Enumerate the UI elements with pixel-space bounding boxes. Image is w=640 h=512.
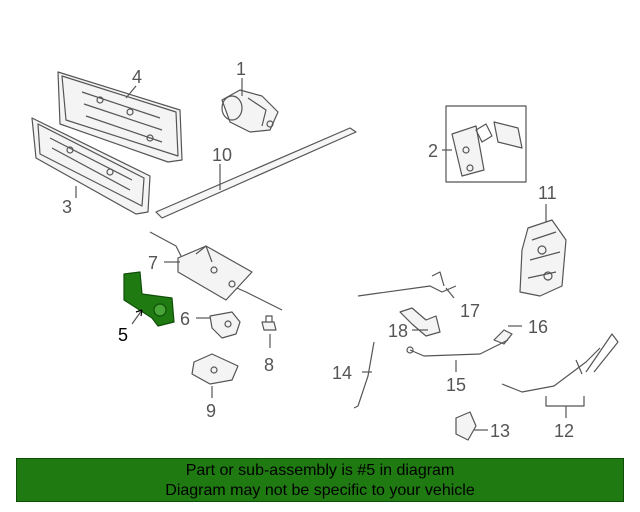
part-3-panel <box>31 117 151 215</box>
callout-13[interactable]: 13 <box>490 421 511 441</box>
callout-11[interactable]: 11 <box>538 183 557 203</box>
banner-line-1: Part or sub-assembly is #5 in diagram <box>185 462 455 479</box>
callout-9[interactable]: 9 <box>206 401 217 421</box>
callout-6[interactable]: 6 <box>180 309 191 329</box>
part-8-bolt <box>261 315 277 331</box>
callout-16[interactable]: 16 <box>528 317 549 337</box>
part-4-panel <box>57 71 183 163</box>
callout-17[interactable]: 17 <box>460 301 481 321</box>
part-11-latch <box>519 219 567 297</box>
parts-diagram <box>31 71 619 441</box>
callout-2[interactable]: 2 <box>428 141 439 161</box>
part-17-rod <box>357 271 457 297</box>
callout-10[interactable]: 10 <box>212 145 233 165</box>
callout-12[interactable]: 12 <box>554 421 575 441</box>
callout-3[interactable]: 3 <box>62 197 73 217</box>
part-10-strip <box>155 127 357 219</box>
part-18-clip <box>399 307 441 337</box>
part-9-mount <box>191 353 239 385</box>
callout-14[interactable]: 14 <box>332 363 353 383</box>
callout-15[interactable]: 15 <box>446 375 467 395</box>
part-6-bracket <box>209 311 241 339</box>
part-7-cable-plate <box>149 231 283 311</box>
callout-1[interactable]: 1 <box>236 59 247 79</box>
part-2-bracket-kit <box>445 105 527 183</box>
callout-5[interactable]: 5 <box>118 325 129 345</box>
part-15-rod <box>406 339 509 357</box>
part-12-cables <box>501 333 619 393</box>
part-13-latch <box>455 411 477 441</box>
part-1-motor <box>221 89 279 133</box>
info-banner: Part or sub-assembly is #5 in diagram Di… <box>16 458 624 502</box>
banner-line-2: Diagram may not be specific to your vehi… <box>165 482 475 499</box>
callout-7[interactable]: 7 <box>148 253 159 273</box>
callout-18[interactable]: 18 <box>388 321 409 341</box>
callout-8[interactable]: 8 <box>264 355 275 375</box>
part-16-clip <box>493 329 513 345</box>
part-14-rod <box>353 341 375 409</box>
callout-4[interactable]: 4 <box>132 67 143 87</box>
part-5-actuator <box>123 271 175 327</box>
leader-lines <box>75 78 585 431</box>
